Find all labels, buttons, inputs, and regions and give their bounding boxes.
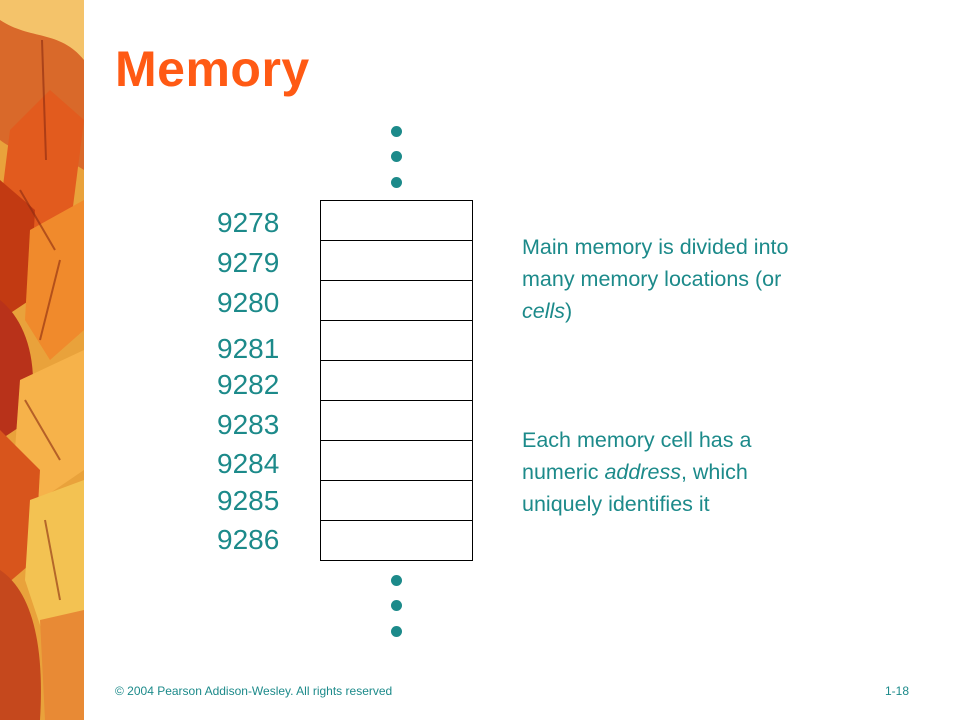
address-label: 9280	[217, 287, 280, 318]
note-emphasis: address	[604, 460, 681, 484]
memory-cell	[320, 520, 473, 561]
note-text: )	[565, 299, 573, 323]
address-label: 9282	[217, 369, 280, 400]
note-text: Each memory cell has a numeric	[522, 428, 752, 484]
address-label: 9278	[217, 207, 280, 238]
slide-title: Memory	[115, 41, 310, 97]
dot-icon	[391, 600, 402, 611]
dot-icon	[391, 151, 402, 162]
memory-cell	[320, 280, 473, 321]
address-label: 9284	[217, 448, 280, 479]
dot-icon	[391, 177, 402, 188]
memory-cell	[320, 360, 473, 401]
address-label: 9286	[217, 524, 280, 555]
dot-icon	[391, 575, 402, 586]
memory-cell	[320, 200, 473, 241]
memory-cell	[320, 400, 473, 441]
memory-cell	[320, 480, 473, 521]
address-label: 9281	[217, 333, 280, 364]
autumn-leaves-image	[0, 0, 84, 720]
note-memory-cells: Main memory is divided into many memory …	[522, 231, 822, 327]
note-text: Main memory is divided into many memory …	[522, 235, 789, 291]
footer-copyright: © 2004 Pearson Addison-Wesley. All right…	[115, 684, 393, 698]
dot-icon	[391, 626, 402, 637]
address-label: 9285	[217, 485, 280, 516]
dot-icon	[391, 126, 402, 137]
note-memory-address: Each memory cell has a numeric address, …	[522, 424, 822, 520]
memory-cell	[320, 320, 473, 361]
slide-number: 1-18	[885, 684, 910, 698]
note-text: , which uniquely identifies it	[522, 460, 748, 516]
memory-cell	[320, 440, 473, 481]
memory-cell	[320, 240, 473, 281]
address-label: 9279	[217, 247, 280, 278]
address-label: 9283	[217, 409, 280, 440]
note-emphasis: cells	[522, 299, 566, 323]
